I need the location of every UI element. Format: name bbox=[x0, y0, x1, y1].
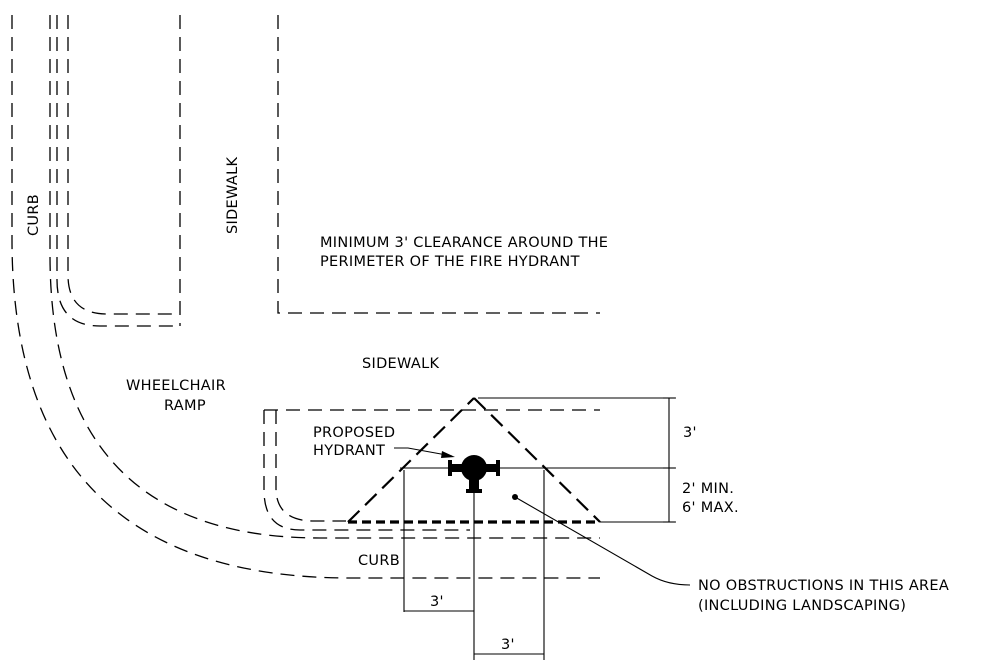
dimension-top-offset: 3' bbox=[683, 425, 697, 441]
dimension-left-offset: 3' bbox=[430, 594, 444, 610]
curb-line-inner bbox=[49, 15, 600, 539]
no-obstructions-note-line-1: NO OBSTRUCTIONS IN THIS AREA bbox=[698, 578, 949, 594]
clearance-note-line-2: PERIMETER OF THE FIRE HYDRANT bbox=[320, 254, 580, 270]
ramp-lower-outer bbox=[263, 410, 470, 531]
obstruction-leader-line bbox=[514, 496, 691, 586]
property-line bbox=[277, 15, 600, 314]
wheelchair-ramp-label-line-1: WHEELCHAIR bbox=[126, 378, 226, 394]
curb-label-left: CURB bbox=[26, 194, 42, 236]
hydrant-leader-arrowhead bbox=[441, 451, 455, 458]
dimension-setback-line-2: 6' MAX. bbox=[682, 500, 739, 516]
ramp-lower-inner bbox=[275, 410, 346, 522]
ramp-edge-line-1 bbox=[56, 15, 180, 327]
hydrant-leader-line bbox=[394, 447, 453, 457]
fire-hydrant-icon bbox=[448, 455, 500, 493]
sidewalk-label-vertical: SIDEWALK bbox=[225, 157, 241, 234]
dimension-right-offset: 3' bbox=[501, 637, 515, 653]
ramp-edge-line-2 bbox=[67, 15, 180, 315]
dimension-setback-line-1: 2' MIN. bbox=[682, 481, 734, 497]
proposed-hydrant-label-line-1: PROPOSED bbox=[313, 425, 395, 441]
clearance-triangle-side-left bbox=[347, 397, 475, 523]
clearance-triangle-side-right bbox=[473, 397, 601, 523]
curb-label-bottom: CURB bbox=[358, 553, 400, 569]
no-obstructions-note-line-2: (INCLUDING LANDSCAPING) bbox=[698, 598, 906, 614]
sidewalk-label-horizontal: SIDEWALK bbox=[362, 356, 439, 372]
wheelchair-ramp-label-line-2: RAMP bbox=[164, 398, 206, 414]
clearance-note-line-1: MINIMUM 3' CLEARANCE AROUND THE bbox=[320, 235, 608, 251]
proposed-hydrant-label-line-2: HYDRANT bbox=[313, 443, 385, 459]
curb-line-outer bbox=[11, 15, 600, 579]
